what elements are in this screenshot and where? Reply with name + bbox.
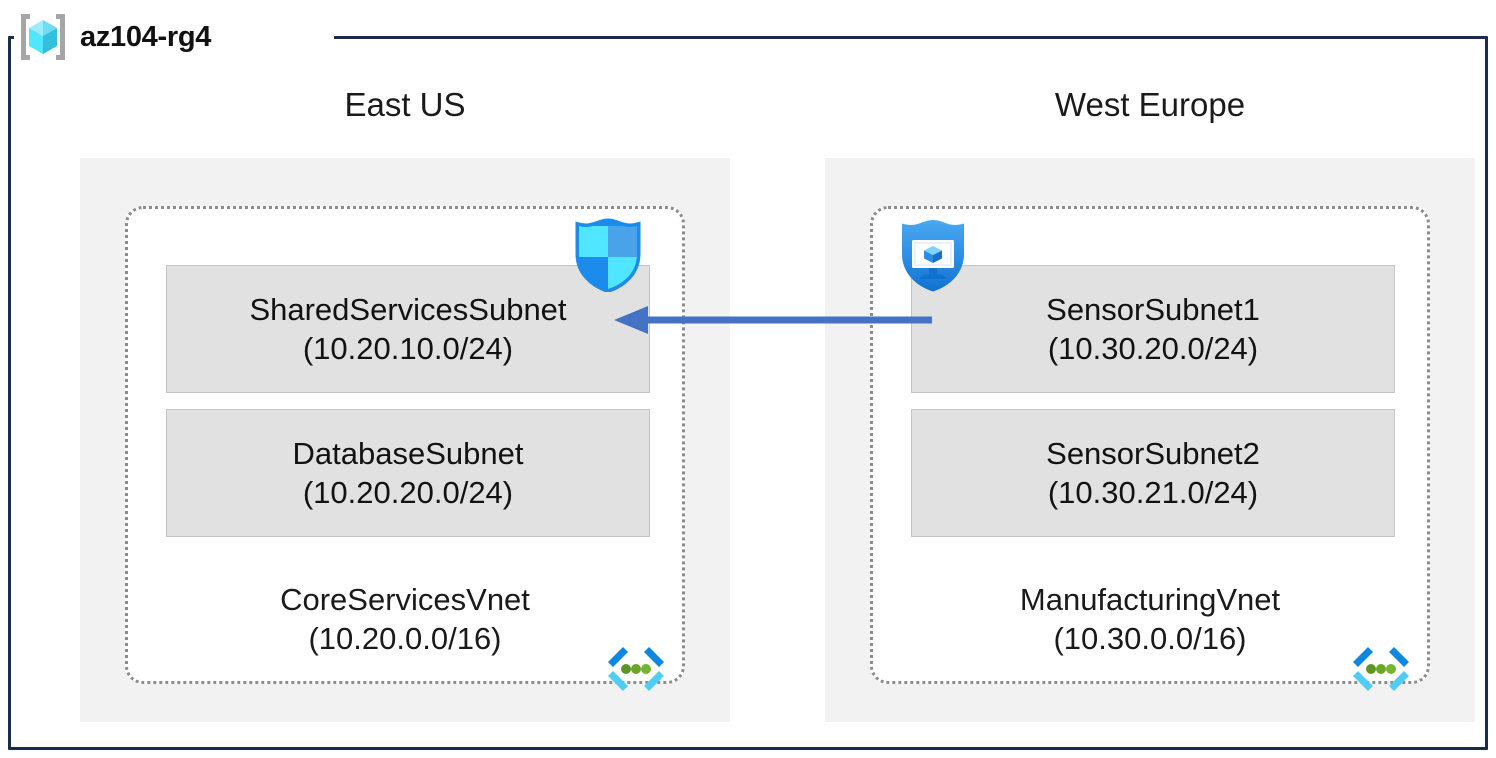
vnet-cidr: (10.20.0.0/16) (308, 621, 502, 657)
subnet-name: SensorSubnet2 (1046, 435, 1260, 471)
network-security-group-shield-icon (572, 218, 644, 292)
resource-group-header: az104-rg4 (16, 10, 211, 64)
subnet-cidr: (10.20.20.0/24) (302, 475, 514, 510)
region-label-east-us: East US (344, 86, 466, 123)
region-east-us: East US SharedServicesSubnet (10.20.10.0… (80, 86, 730, 722)
vnet-name: CoreServicesVnet (280, 581, 530, 617)
resource-group-cube-icon (16, 11, 70, 63)
subnet-cidr: (10.30.20.0/24) (1047, 331, 1259, 366)
resource-group-name: az104-rg4 (80, 20, 212, 53)
virtual-network-icon (604, 643, 668, 695)
bastion-shield-monitor-icon (897, 218, 969, 292)
vnet-peering-arrow-icon (612, 298, 932, 342)
vnet-manufacturingvnet: SensorSubnet1 (10.30.20.0/24) SensorSubn… (870, 206, 1430, 691)
subnet-cidr: (10.30.21.0/24) (1047, 475, 1259, 510)
vnet-label-coreservicesvnet: CoreServicesVnet (10.20.0.0/16) (128, 580, 682, 659)
subnet-name: SharedServicesSubnet (249, 291, 567, 327)
subnet-sensorsubnet2: SensorSubnet2 (10.30.21.0/24) (911, 409, 1395, 537)
vnet-cidr: (10.30.0.0/16) (1053, 621, 1247, 657)
subnet-name: DatabaseSubnet (292, 435, 524, 471)
subnet-sharedservicessubnet: SharedServicesSubnet (10.20.10.0/24) (166, 265, 650, 393)
virtual-network-icon (1349, 643, 1413, 695)
vnet-coreservicesvnet: SharedServicesSubnet (10.20.10.0/24) Dat… (125, 206, 685, 691)
resource-group-frame (8, 36, 1488, 750)
vnet-name: ManufacturingVnet (1019, 581, 1281, 617)
subnet-sensorsubnet1: SensorSubnet1 (10.30.20.0/24) (911, 265, 1395, 393)
region-label-west-europe: West Europe (1054, 86, 1246, 123)
resource-group-title-backdrop (14, 20, 334, 54)
vnet-label-manufacturingvnet: ManufacturingVnet (10.30.0.0/16) (873, 580, 1427, 659)
subnet-name: SensorSubnet1 (1046, 291, 1260, 327)
subnet-databasesubnet: DatabaseSubnet (10.20.20.0/24) (166, 409, 650, 537)
subnet-cidr: (10.20.10.0/24) (302, 331, 514, 366)
